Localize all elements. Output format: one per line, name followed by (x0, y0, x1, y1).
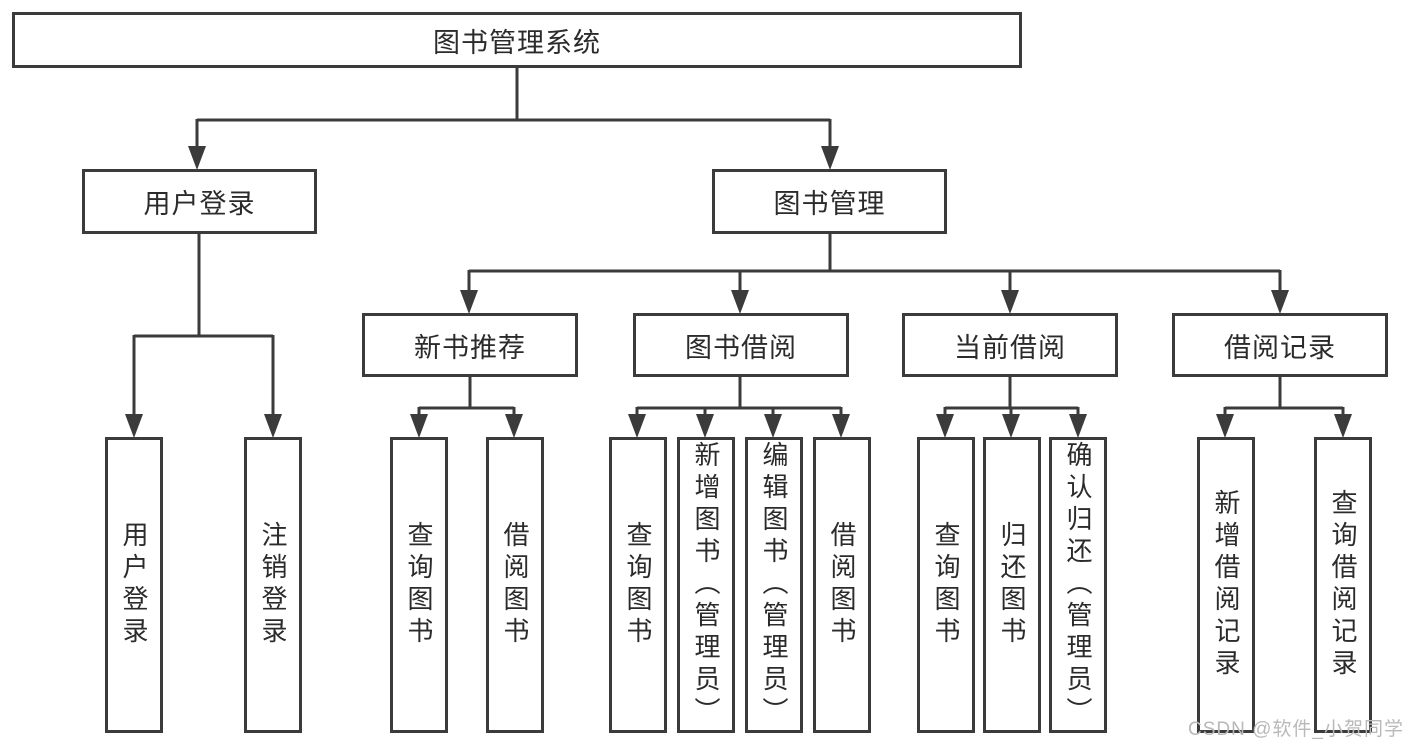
leaf-query-books-2: 查询图书 (609, 437, 667, 733)
node-new-book-recommend: 新书推荐 (362, 313, 578, 377)
node-user-login: 用户登录 (82, 169, 317, 234)
arrowhead-icons (125, 146, 1352, 438)
node-book-management: 图书管理 (712, 169, 947, 234)
leaf-user-login: 用户登录 (105, 437, 163, 733)
leaf-edit-books-admin: 编辑图书（管理员） (745, 437, 803, 733)
csdn-watermark: CSDN @软件_小贺同学 (1188, 719, 1404, 740)
node-borrow-records: 借阅记录 (1172, 313, 1388, 377)
leaf-confirm-return-admin: 确认归还（管理员） (1049, 437, 1107, 733)
leaf-borrow-books-1: 借阅图书 (486, 437, 544, 733)
leaf-query-books-1: 查询图书 (390, 437, 448, 733)
leaf-query-books-3: 查询图书 (917, 437, 975, 733)
node-book-borrow: 图书借阅 (633, 313, 849, 377)
node-library-system: 图书管理系统 (12, 12, 1022, 68)
leaf-add-books-admin: 新增图书（管理员） (677, 437, 735, 733)
leaf-borrow-books-2: 借阅图书 (813, 437, 871, 733)
leaf-return-books: 归还图书 (983, 437, 1041, 733)
leaf-logout: 注销登录 (244, 437, 302, 733)
leaf-query-borrow-record: 查询借阅记录 (1314, 437, 1372, 733)
leaf-add-borrow-record: 新增借阅记录 (1197, 437, 1255, 733)
node-current-borrow: 当前借阅 (902, 313, 1118, 377)
